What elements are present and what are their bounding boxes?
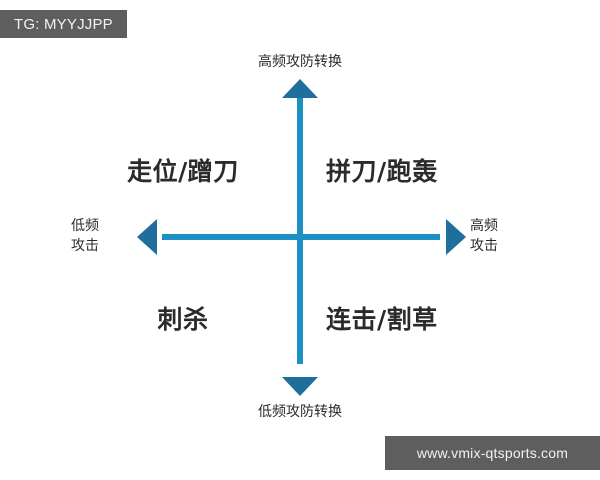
tag-watermark-badge: TG: MYYJJPP bbox=[0, 10, 127, 38]
axis-label-left-line1: 低频 bbox=[71, 218, 99, 234]
arrow-left-icon bbox=[137, 219, 157, 255]
horizontal-axis-shaft bbox=[162, 234, 440, 240]
axis-label-right-line2: 攻击 bbox=[470, 238, 498, 254]
arrow-right-icon bbox=[446, 219, 466, 255]
axis-label-top: 高频攻防转换 bbox=[258, 54, 342, 70]
quadrant-label-top-right: 拼刀/跑轰 bbox=[326, 157, 438, 186]
axis-label-right: 高频 攻击 bbox=[470, 216, 560, 256]
quadrant-label-bottom-left: 刺杀 bbox=[157, 305, 209, 334]
arrow-down-icon bbox=[282, 377, 318, 396]
quadrant-label-top-left: 走位/蹭刀 bbox=[127, 157, 239, 186]
vertical-axis-shaft bbox=[297, 92, 303, 364]
site-watermark-badge: www.vmix-qtsports.com bbox=[385, 436, 600, 470]
axis-label-bottom: 低频攻防转换 bbox=[258, 404, 342, 420]
arrow-up-icon bbox=[282, 79, 318, 98]
axis-label-right-line1: 高频 bbox=[470, 218, 498, 234]
quadrant-label-bottom-right: 连击/割草 bbox=[326, 305, 438, 334]
axis-label-left-line2: 攻击 bbox=[71, 238, 99, 254]
axis-label-left: 低频 攻击 bbox=[40, 216, 130, 256]
